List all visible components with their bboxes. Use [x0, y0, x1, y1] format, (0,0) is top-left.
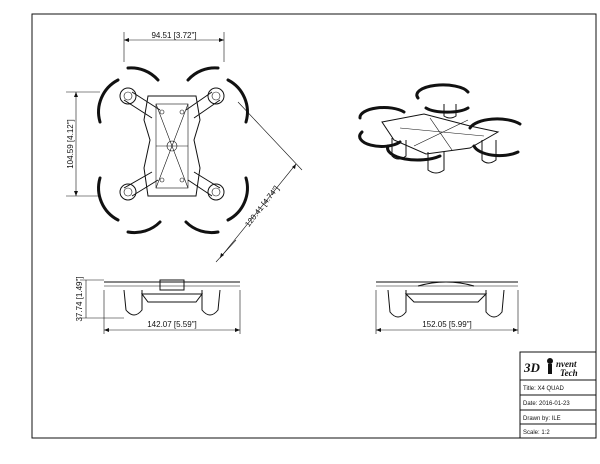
logo-lead-text: 3D — [523, 360, 541, 375]
motor-bottom-left — [119, 183, 137, 201]
isometric-view — [358, 83, 522, 174]
date-field: Date: 2016-01-23 — [523, 401, 570, 407]
top-view-height-dimension: 104.59 [4.12"] — [66, 119, 75, 169]
motor-top-right — [207, 87, 225, 105]
side-right-motor — [485, 289, 505, 318]
motor-bottom-right — [207, 183, 225, 201]
scale-field: Scale: 1:2 — [523, 430, 550, 436]
drawn-by-field: Drawn by: ILE — [523, 416, 561, 422]
front-view-width-dimension: 142.07 [5.59"] — [147, 320, 197, 329]
iso-motor-back — [443, 104, 457, 119]
logo-line1-text: nvent — [556, 359, 577, 369]
iso-motor-left — [391, 138, 407, 160]
front-left-motor — [123, 289, 143, 316]
logo-bulb-icon — [547, 358, 553, 364]
title-block: 3D nvent Tech Title: X4 QUAD Date: 2016-… — [519, 351, 597, 439]
front-view-height-dimension: 37.74 [1.49"] — [75, 276, 84, 321]
sheet-border — [31, 13, 597, 439]
top-view: 94.51 [3.72"] 104.59 [4.12"] 120.41 [4.7… — [66, 31, 303, 263]
logo-line2-text: Tech — [560, 368, 578, 378]
arm-top-left — [123, 91, 161, 119]
iso-frame — [381, 113, 500, 155]
side-view: 152.05 [5.99"] — [375, 281, 519, 334]
iso-motor-right — [481, 140, 497, 164]
motor-top-left — [119, 87, 137, 105]
side-left-motor — [387, 289, 407, 318]
front-right-motor — [201, 289, 221, 316]
front-view: 37.74 [1.49"] 142.07 [5.59"] — [75, 276, 241, 334]
prop-guard-bottom-left — [97, 176, 120, 222]
prop-guard-top-left — [97, 78, 120, 124]
title-field: Title: X4 QUAD — [523, 386, 564, 392]
center-frame — [143, 95, 201, 197]
side-view-width-dimension: 152.05 [5.99"] — [422, 320, 472, 329]
prop-guard-bottom-right — [226, 176, 249, 222]
iso-motor-front — [427, 152, 445, 174]
prop-guard-top-right — [226, 78, 249, 124]
top-view-width-dimension: 94.51 [3.72"] — [151, 31, 196, 40]
